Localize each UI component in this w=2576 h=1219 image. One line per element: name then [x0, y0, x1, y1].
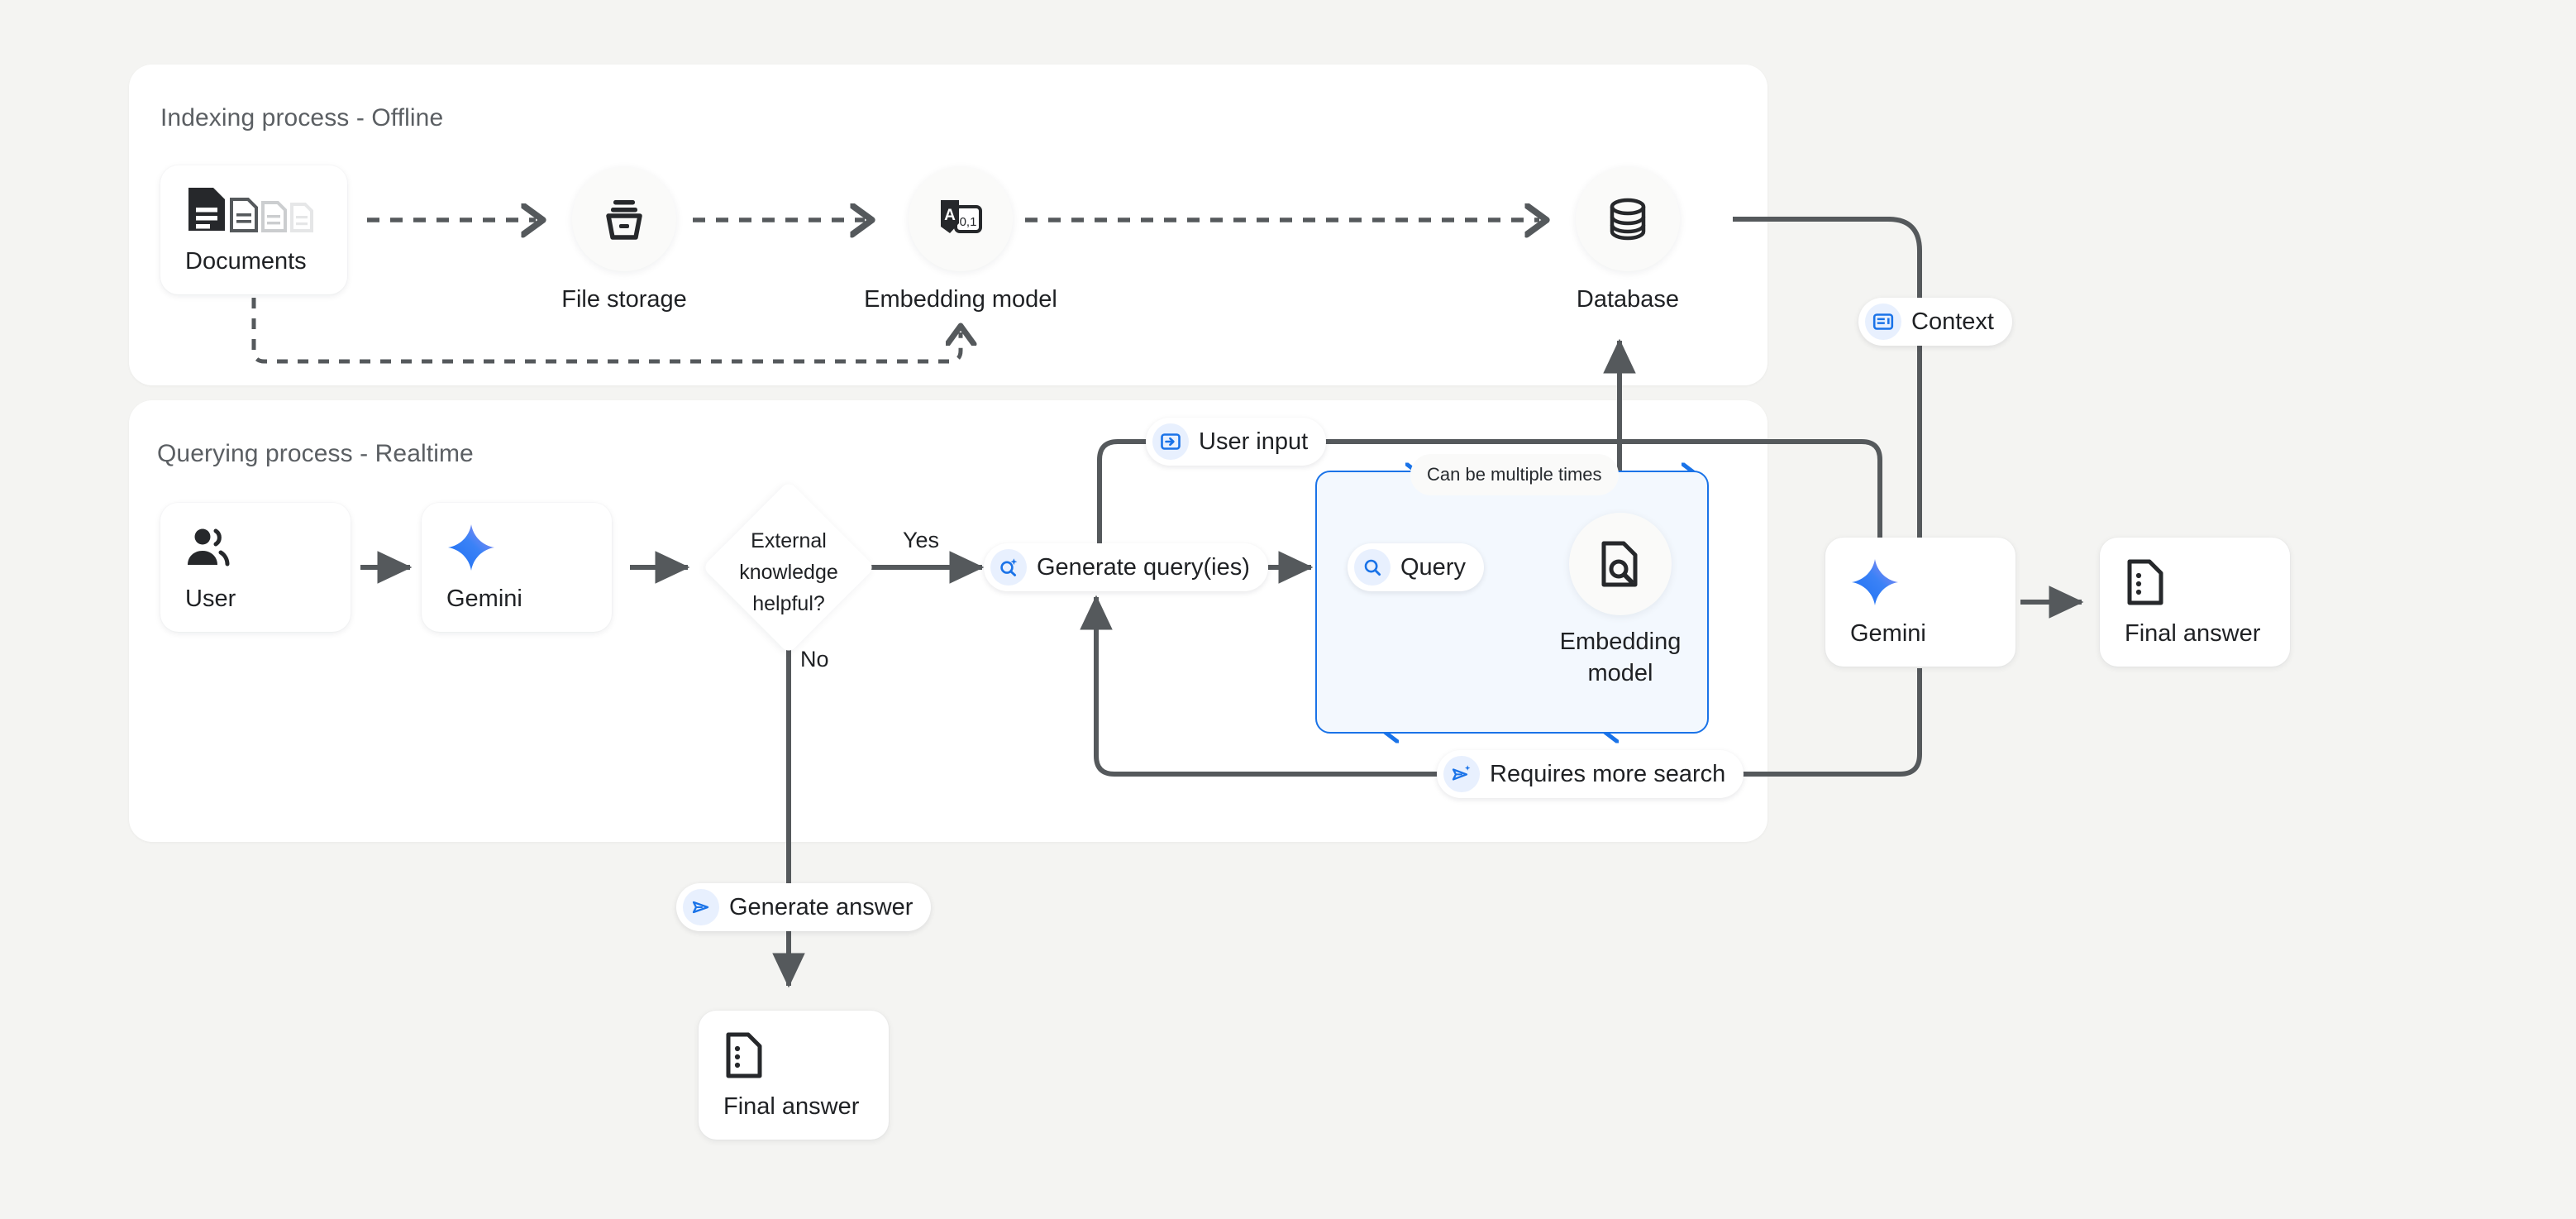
send-sparkle-icon [1443, 756, 1480, 792]
final-answer-doc-icon [723, 1030, 889, 1081]
node-documents-label: Documents [185, 247, 307, 275]
chip-generate-answer-label: Generate answer [729, 893, 914, 920]
chip-generate-queries-label: Generate query(ies) [1037, 553, 1250, 581]
chip-query-label: Query [1400, 553, 1466, 581]
send-icon [683, 889, 719, 925]
node-database[interactable] [1576, 167, 1680, 271]
node-gemini[interactable]: Gemini [422, 503, 612, 632]
gemini-sparkle-icon [446, 522, 612, 573]
user-group-icon [185, 522, 351, 573]
node-gemini-final-label: Gemini [1850, 619, 1926, 647]
node-user-label: User [185, 585, 236, 612]
chip-user-input-label: User input [1199, 428, 1309, 455]
documents-stack-icon [185, 184, 347, 236]
node-database-label: Database [1576, 286, 1680, 313]
svg-text:A: A [944, 207, 956, 224]
node-final-answer-right-label: Final answer [2125, 619, 2261, 647]
node-final-answer-bottom[interactable]: Final answer [699, 1011, 889, 1140]
node-file-storage-label: File storage [561, 286, 687, 313]
branch-label-yes: Yes [903, 528, 940, 552]
node-embedding-model-label: Embedding model [864, 286, 1057, 313]
node-final-answer-bottom-label: Final answer [723, 1092, 860, 1120]
embedding-model-icon: 0,1 A [941, 200, 982, 233]
node-user[interactable]: User [160, 503, 351, 632]
node-file-storage[interactable] [572, 167, 676, 271]
gemini-sparkle-icon [1850, 557, 2015, 608]
chip-context-label: Context [1911, 308, 1994, 335]
context-panel-icon [1865, 304, 1901, 340]
database-icon [1610, 198, 1646, 241]
chip-generate-queries[interactable]: Generate query(ies) [984, 543, 1268, 591]
node-gemini-final[interactable]: Gemini [1825, 538, 2015, 667]
node-final-answer-right[interactable]: Final answer [2100, 538, 2290, 667]
querying-panel-title: Querying process - Realtime [157, 440, 474, 467]
search-icon [1354, 549, 1391, 586]
file-storage-icon [606, 200, 642, 240]
chip-generate-answer[interactable]: Generate answer [676, 883, 932, 931]
chip-query[interactable]: Query [1348, 543, 1484, 591]
final-answer-doc-icon [2125, 557, 2290, 608]
node-embedding-model-query[interactable] [1569, 513, 1672, 615]
search-sparkle-icon [990, 549, 1027, 586]
input-arrow-icon [1152, 423, 1189, 460]
chip-user-input[interactable]: User input [1146, 418, 1327, 466]
chip-requires-more-search[interactable]: Requires more search [1437, 750, 1744, 798]
document-search-icon [1601, 541, 1638, 587]
indexing-panel-title: Indexing process - Offline [160, 104, 444, 131]
svg-text:0,1: 0,1 [960, 215, 977, 229]
external-knowledge-decision-label: External knowledge helpful? [739, 529, 838, 615]
chip-requires-more-search-label: Requires more search [1490, 760, 1726, 787]
chip-context[interactable]: Context [1858, 298, 2012, 346]
node-embedding-model-query-label: Embedding model [1559, 629, 1682, 686]
loop-note-chip: Can be multiple times [1410, 454, 1619, 495]
branch-label-no: No [800, 647, 829, 672]
node-documents[interactable]: Documents [160, 165, 347, 294]
node-embedding-model[interactable]: 0,1 A [909, 167, 1013, 271]
node-gemini-label: Gemini [446, 585, 522, 612]
